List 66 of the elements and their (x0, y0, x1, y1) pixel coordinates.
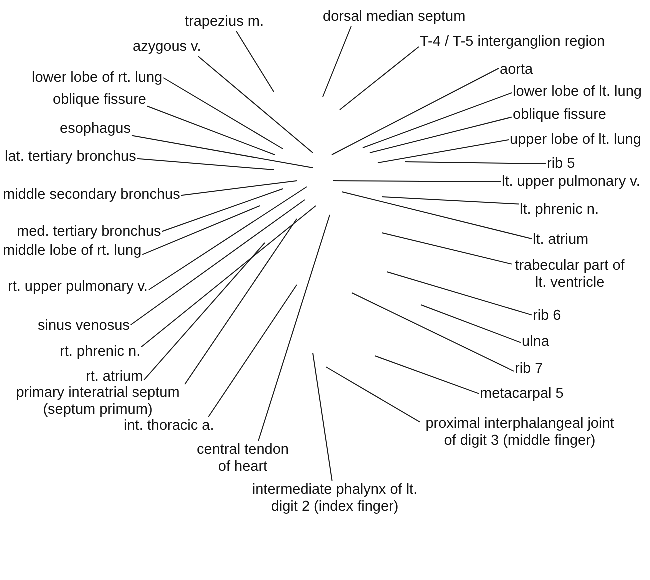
leader-line (163, 78, 284, 150)
leader-line (258, 214, 330, 442)
leader-line (141, 206, 316, 348)
part-label: central tendon of heart (196, 442, 290, 475)
leader-line (198, 56, 314, 154)
part-label: lt. phrenic n. (520, 202, 599, 218)
leader-line (326, 366, 420, 423)
part-label: aorta (500, 62, 534, 78)
part-label: rt. upper pulmonary v. (8, 279, 148, 296)
part-label: metacarpal 5 (480, 386, 564, 402)
leader-line (147, 106, 276, 156)
leader-line (144, 242, 266, 381)
leader-line (362, 92, 512, 148)
part-label: T-4 / T-5 interganglion region (420, 34, 606, 50)
leader-line (162, 188, 284, 232)
leader-line (386, 272, 532, 316)
leader-line (404, 162, 546, 164)
leader-line (142, 206, 260, 256)
part-label: med. tertiary bronchus (17, 224, 162, 240)
leader-line (352, 292, 514, 372)
part-label: sinus venosus (38, 318, 130, 334)
part-label: intermediate phalynx of lt. digit 2 (index finger) (248, 482, 422, 515)
part-label: dorsal median septum (323, 9, 466, 26)
part-label: oblique fissure (53, 92, 146, 108)
part-label: middle secondary bronchus (3, 187, 180, 204)
part-label: trapezius m. (185, 14, 264, 30)
part-label: lower lobe of rt. lung (32, 70, 163, 86)
leader-line (322, 26, 352, 98)
part-label: lt. atrium (533, 232, 589, 248)
part-label: primary interatrial septum (septum primum) (12, 385, 184, 418)
leader-line (148, 186, 308, 290)
part-label: int. thoracic a. (124, 418, 214, 434)
leader-line (136, 158, 274, 170)
part-label: lat. tertiary bronchus (5, 149, 136, 166)
part-label: upper lobe of lt. lung (510, 132, 642, 148)
part-label: rib 5 (547, 156, 576, 172)
leader-line (332, 68, 500, 156)
part-label: trabecular part of lt. ventricle (513, 258, 627, 291)
leader-line (180, 180, 298, 196)
leader-line (130, 200, 306, 326)
part-label: rib 6 (533, 308, 562, 324)
part-label: azygous v. (133, 39, 202, 56)
part-label: oblique fissure (513, 107, 606, 124)
leader-line (382, 232, 512, 265)
leader-line (236, 31, 274, 92)
part-label: proximal interphalangeal joint of digit 3 (middle finger) (421, 416, 619, 449)
part-label: rt. atrium (86, 369, 144, 386)
leader-line (374, 356, 480, 394)
part-label: ulna (522, 334, 550, 350)
leader-line (332, 180, 502, 182)
leader-line (312, 352, 333, 482)
leader-line (382, 196, 520, 205)
leader-line (132, 135, 314, 168)
part-label: rib 7 (515, 361, 544, 378)
leader-line (184, 218, 298, 386)
part-label: lower lobe of lt. lung (513, 84, 642, 100)
leader-line (378, 140, 510, 164)
leader-line (420, 304, 522, 344)
part-label: middle lobe of rt. lung (3, 243, 142, 260)
leader-line (340, 46, 420, 110)
leader-line (342, 192, 532, 240)
part-label: esophagus (60, 121, 131, 138)
part-label: lt. upper pulmonary v. (502, 174, 640, 190)
leader-line (370, 116, 512, 154)
part-label: rt. phrenic n. (60, 344, 141, 360)
leader-line (208, 284, 298, 418)
